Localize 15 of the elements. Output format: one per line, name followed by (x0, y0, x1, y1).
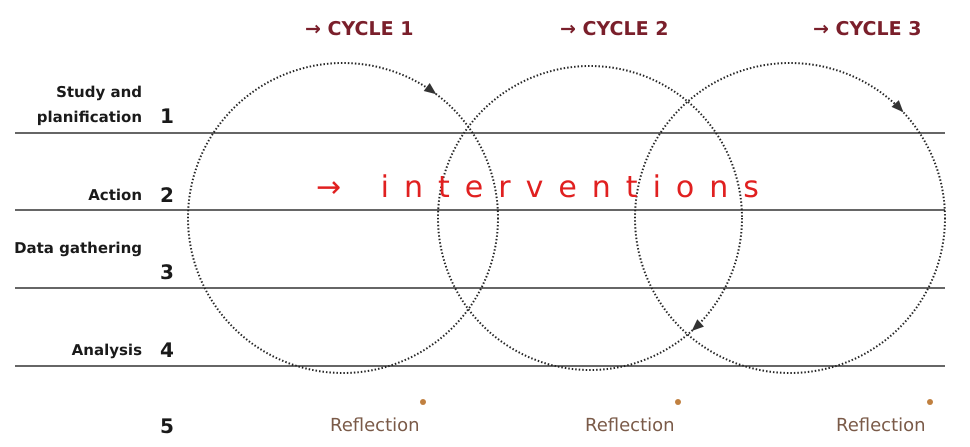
row-number: 1 (160, 104, 174, 128)
reflection-label: Reflection (585, 415, 675, 437)
row-number: 2 (160, 183, 174, 207)
row-number: 3 (160, 260, 174, 284)
row-number: 4 (160, 338, 174, 362)
row-label: Analysis (70, 340, 142, 361)
reflection-label: Reflection (330, 415, 420, 437)
cycle-heading: → CYCLE 1 (305, 18, 414, 41)
row-label: Study and planification (36, 82, 142, 128)
row-label: Data gathering (13, 238, 142, 259)
cycle-heading: → CYCLE 3 (813, 18, 922, 41)
cycle-heading: → CYCLE 2 (560, 18, 668, 41)
row-label: Action (87, 185, 142, 206)
reflection-label: Reflection (836, 415, 926, 437)
row-number: 5 (160, 414, 174, 438)
